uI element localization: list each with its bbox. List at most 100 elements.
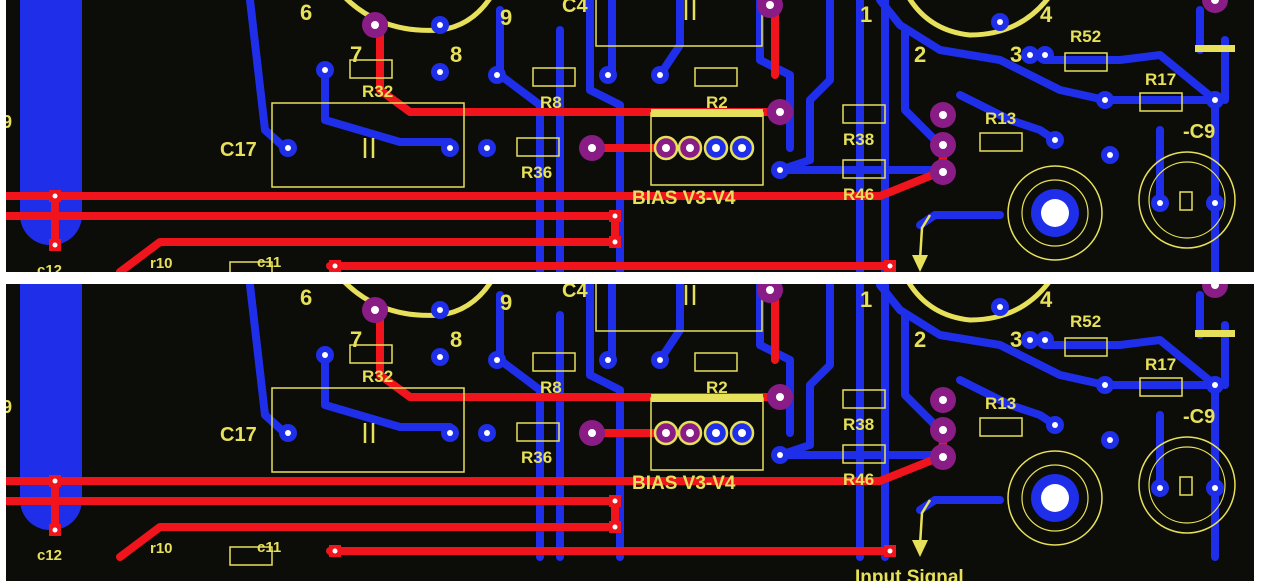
bottom-layer-trace [246,284,289,437]
tube-socket-arc-right [907,0,1050,38]
resistor-body [532,352,576,372]
pad-hole [447,145,453,151]
via-hole [776,393,784,401]
via-hole [588,429,596,437]
capacitor-c17-outline [271,102,465,188]
pad-hole [1212,97,1218,103]
label-pin7: 7 [350,327,362,352]
ground-pour [20,0,82,245]
label-r38: R38 [843,415,874,434]
pad-hole [1052,137,1058,143]
bottom-layer-trace [586,284,624,561]
capacitor-c17-outline [271,387,465,473]
label-c4: C4 [562,0,588,17]
resistor-body [229,546,273,566]
label-r36: R36 [521,448,552,467]
label-pin3: 3 [1010,42,1022,67]
bottom-layer-trace [586,0,624,272]
electrolytic-ring-inner [1148,161,1226,239]
pad-hole [437,22,443,28]
pad-hole [605,72,611,78]
via-hole [1211,0,1219,4]
trace-endpoint-hole [612,498,618,504]
resistor-body [842,159,886,179]
via-hole [939,168,947,176]
pad-hole [777,167,783,173]
label-r13: R13 [985,109,1016,128]
bias-connector-bar [651,109,763,117]
resistor-body [694,67,738,87]
bottom-layer-trace [496,6,544,272]
c9-polarity-bar [1195,330,1235,337]
label-r8: R8 [540,93,562,112]
pad-hole [1212,382,1218,388]
label-pin7: 7 [350,42,362,67]
trace-endpoint-hole [332,263,338,269]
label-bias: BIAS V3-V4 [632,188,736,209]
mounting-ring-inner [1021,464,1089,532]
mounting-hole [1041,199,1069,227]
via-hole [766,1,774,9]
via-hole [939,396,947,404]
pad-hole [1027,52,1033,58]
via-hole [939,111,947,119]
label-c12: c12 [37,262,62,279]
bottom-layer-trace [656,284,684,364]
electrolytic-body [1179,191,1193,211]
resistor-body [1139,92,1183,112]
via [1202,0,1228,13]
connector-pin-hole [662,144,670,152]
label-r2: R2 [706,93,728,112]
bottom-layer-trace [956,376,1059,429]
trace-endpoint-hole [887,263,893,269]
connector-pin-hole [662,429,670,437]
resistor-body [516,422,560,442]
via-hole [939,141,947,149]
input-arrow-head [912,255,928,272]
connector-pin-hole [712,144,720,152]
via-hole [1211,284,1219,289]
pad-hole [285,430,291,436]
resistor-body [694,352,738,372]
trace-endpoint-hole [332,548,338,554]
mounting-ring-inner [1021,179,1089,247]
resistor-body [842,104,886,124]
via-hole [776,108,784,116]
connector-pin-hole [738,144,746,152]
pad-hole [494,357,500,363]
connector-pin-hole [712,429,720,437]
label-c4: C4 [562,280,588,302]
label-pin1: 1 [860,287,872,312]
label-pin9: 9 [500,5,512,30]
pad-hole [605,357,611,363]
connector-pin-hole [686,429,694,437]
label-pin6: 6 [300,0,312,25]
c9-polarity-bar [1195,45,1235,52]
resistor-body [516,137,560,157]
pad-hole [1212,485,1218,491]
trace-endpoint-hole [612,213,618,219]
bottom-layer-trace [956,91,1059,144]
via-hole [371,306,379,314]
bottom-layer-trace [776,0,834,174]
pad-hole [1102,382,1108,388]
input-arrow-line [918,214,932,261]
label-r46: R46 [843,185,874,204]
trace-endpoint-hole [887,548,893,554]
label-pin9: 9 [500,290,512,315]
trace-endpoint-hole [52,193,58,199]
electrolytic-body [1179,476,1193,496]
resistor-body [349,59,393,79]
label-r36: R36 [521,163,552,182]
bottom-layer-trace [246,0,289,152]
label-bias: BIAS V3-V4 [632,473,736,494]
trace-endpoint-hole [612,239,618,245]
electrolytic-ring-outer [1138,436,1236,534]
label-r8: R8 [540,378,562,397]
via-hole [371,21,379,29]
pad-hole [285,145,291,151]
pad-hole [1042,337,1048,343]
pad-hole [322,352,328,358]
